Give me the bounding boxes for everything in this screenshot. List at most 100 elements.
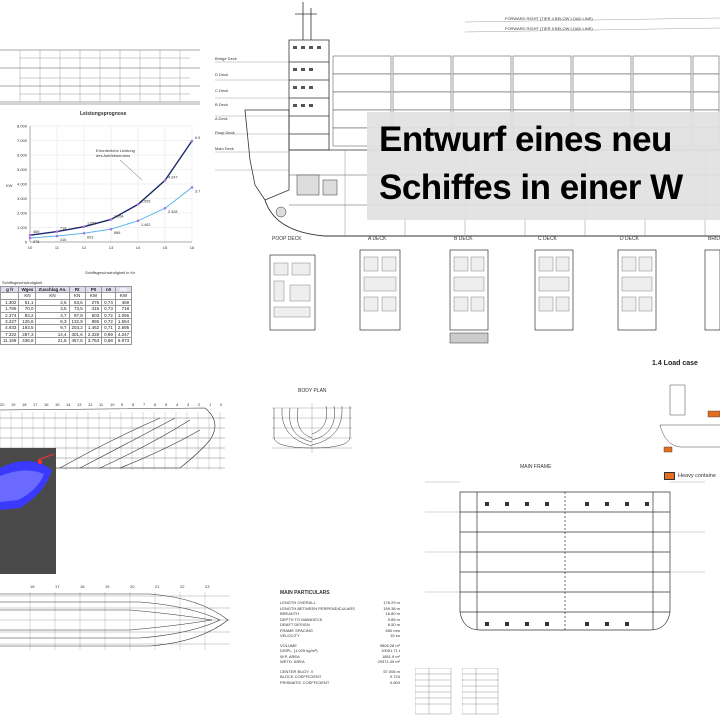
station-tick-label: 13 (77, 402, 82, 407)
table-cell: 6.973 (114, 337, 133, 345)
particulars-value: 57.006 m (383, 668, 400, 674)
main-frame-title: MAIN FRAME (520, 464, 552, 470)
data-point (28, 236, 32, 240)
station-tick-label: 20 (0, 402, 5, 407)
container-box (332, 55, 392, 75)
particulars-title: MAIN PARTICULARS (280, 590, 330, 596)
y-tick-label: 5.000 (17, 167, 28, 172)
x-tick-label: 16 (190, 245, 195, 250)
x-tick-label: 14 (136, 245, 141, 250)
table-cell: 1.554 (114, 317, 133, 326)
container-box (512, 55, 572, 75)
half-breadth-plan (0, 592, 230, 650)
label-main-deck: Main Deck (215, 146, 234, 151)
station-tick-label: 16 (44, 402, 49, 407)
container-box (692, 55, 720, 75)
station-tick-label: 10 (110, 402, 115, 407)
table-header-cell: Wges (18, 285, 37, 294)
data-label: 416 (60, 238, 66, 242)
table-cell: 287,3 (18, 330, 37, 339)
particulars-value: 10051.71 t (381, 648, 400, 653)
particulars-key: WETD. AREA (280, 659, 305, 664)
station-tick-label: 20 (130, 584, 135, 589)
data-point (190, 139, 194, 143)
station-tick-label: 0 (220, 402, 223, 407)
x-tick-label: 11 (55, 245, 60, 250)
particulars-key: LENGTH BETWEEN PERPENDICULARS (280, 605, 355, 611)
table-cell: 2.374 (0, 311, 20, 320)
particulars-value: 1851.9 m² (381, 653, 400, 659)
data-label: 1.554 (114, 214, 124, 218)
particulars-row: DISPL. (1,025 kg/m³)10051.71 t (280, 648, 400, 654)
data-point (136, 203, 140, 206)
data-point (82, 231, 86, 235)
container-box (452, 73, 512, 93)
data-point (28, 233, 32, 237)
station-tick-label: 1 (209, 402, 212, 407)
table-cell: 126,6 (18, 317, 37, 326)
table-cell: 2.328 (84, 330, 103, 339)
x-tick-label: 13 (109, 245, 114, 250)
container-box (452, 55, 512, 75)
table-cell: 7.322 (0, 330, 20, 339)
legend-heavy-container: Heavy containe (678, 473, 716, 479)
table-cell: 1.462 (84, 324, 103, 332)
data-label: 603 (87, 235, 93, 239)
container-box (572, 73, 632, 93)
data-label: 4.247 (168, 175, 178, 179)
station-tick-label: 8 (132, 402, 135, 407)
title-line-1: Entwurf eines neu (379, 120, 672, 159)
data-point (55, 234, 59, 238)
chart-annotation-1: Erforderliche Leistung (96, 148, 135, 153)
y-tick-label: 1.000 (17, 225, 28, 230)
container-box (392, 91, 452, 111)
table-cell: 301,6 (68, 330, 86, 339)
station-tick-label: 11 (99, 402, 104, 407)
table-header-cell: PM (114, 285, 133, 294)
deck-title-c: C DECK (538, 236, 557, 242)
station-tick-label: 18 (22, 402, 27, 407)
table-cell: 4.933 (0, 324, 20, 332)
hull-profile-top (0, 49, 200, 105)
table-cell: 886 (84, 317, 103, 326)
data-label: 3.763 (195, 189, 200, 193)
table-cell: 1.302 (0, 298, 20, 307)
main-frame-section (425, 481, 705, 631)
chart-annotation-2: des Antriebsmotors (96, 153, 131, 158)
particulars-value: 15 kn (390, 633, 400, 638)
container-box (692, 73, 720, 93)
chart-ylabel: KW (6, 183, 13, 188)
deck-title-a: A DECK (368, 236, 387, 242)
top-label-2: FORWARD RIGHT (TIER 5 BELOW LOAD LINE) (505, 26, 593, 31)
station-tick-label: 6 (154, 402, 157, 407)
table-header-cell: P0 (84, 285, 103, 294)
container-box (572, 55, 632, 75)
station-tick-label: 19 (105, 584, 110, 589)
data-label: 2.595 (141, 199, 151, 203)
particulars-value: 16.80 m (385, 611, 400, 616)
station-tick-label: 19 (11, 402, 16, 407)
table-cell: 603 (84, 311, 103, 320)
table-cell: 469 (114, 298, 133, 307)
deck-title-d: D DECK (620, 236, 639, 242)
table-cell: 718 (114, 305, 133, 313)
container-box (692, 91, 720, 111)
station-tick-label: 18 (80, 584, 85, 589)
table-cell: 436,8 (18, 337, 37, 345)
table-cell: 3.227 (0, 317, 20, 326)
chart-plot: 01.0002.0003.0004.0005.0006.0007.0008.00… (17, 124, 200, 251)
container-box (332, 91, 392, 111)
chart-title: Leistungsprognose (80, 111, 127, 117)
station-tick-label: 15 (55, 402, 60, 407)
deck-title-bri: BRID (708, 236, 720, 242)
x-tick-label: 12 (82, 245, 87, 250)
